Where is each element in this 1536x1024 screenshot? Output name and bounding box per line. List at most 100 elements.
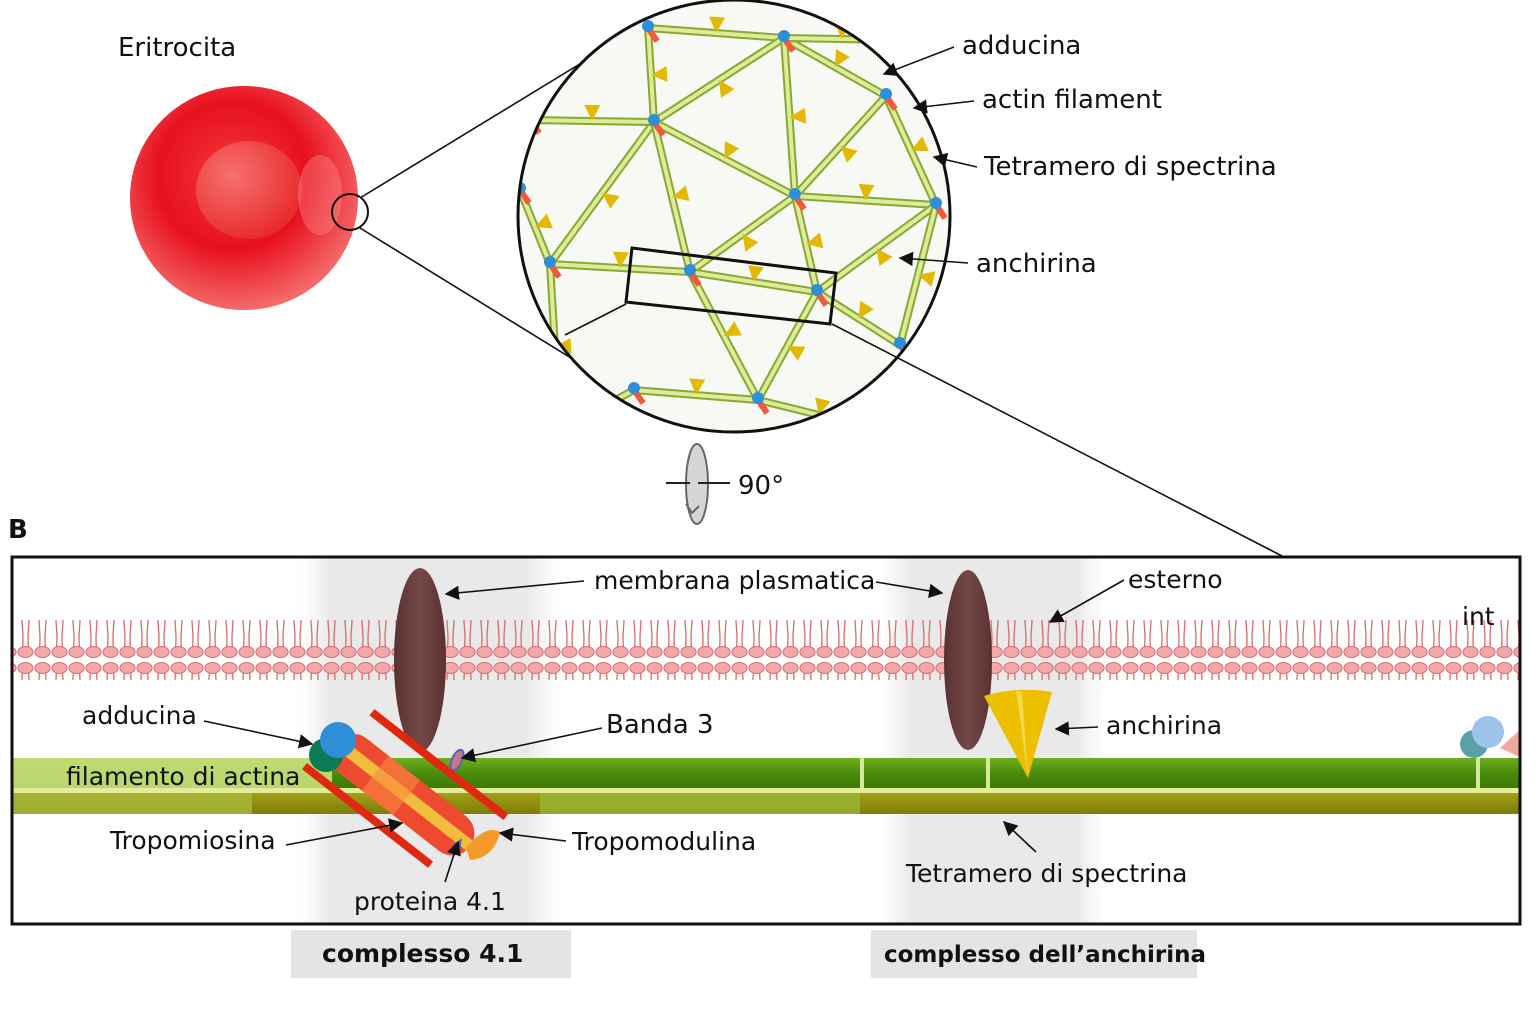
spectrin-strand bbox=[556, 386, 638, 432]
spectrin-strand bbox=[813, 288, 904, 349]
spectrin-strand bbox=[791, 92, 890, 200]
callout-spectrin-tetramer: Tetramero di spectrina bbox=[932, 152, 1277, 182]
adducin-node bbox=[894, 337, 906, 349]
spectrin-strand bbox=[754, 288, 821, 404]
lipid-bilayer bbox=[12, 620, 1520, 680]
callout-protein41: proteina 4.1 bbox=[354, 840, 506, 916]
spectrin-strand bbox=[686, 264, 821, 296]
adducin-node bbox=[642, 20, 654, 32]
adducin-node bbox=[752, 392, 764, 404]
svg-text:adducina: adducina bbox=[82, 701, 197, 730]
rect-projection-left bbox=[564, 303, 627, 336]
spectrin-strand bbox=[780, 34, 890, 100]
projection-line-top bbox=[359, 47, 607, 199]
ankyrin-cone bbox=[787, 346, 806, 361]
ankyrin-cone bbox=[584, 104, 601, 121]
adducin-node bbox=[880, 88, 892, 100]
spectrin-strand bbox=[791, 192, 824, 296]
svg-text:membrana plasmatica: membrana plasmatica bbox=[594, 566, 875, 595]
adducin-node bbox=[684, 264, 696, 276]
callout-spectrin-tetramer-b: Tetramero di spectrina bbox=[905, 821, 1187, 888]
ankyrin-cone bbox=[724, 141, 740, 159]
ankyrin-cone bbox=[858, 300, 874, 319]
adducin-node bbox=[628, 382, 640, 394]
adducin-node bbox=[811, 284, 823, 296]
callout-plasma-membrane: membrana plasmatica bbox=[444, 566, 944, 600]
tropomodulin-shape bbox=[466, 830, 500, 860]
spectrin-strand bbox=[644, 16, 788, 42]
magnify-region-circle bbox=[331, 193, 369, 231]
svg-text:adducina: adducina bbox=[962, 31, 1081, 61]
svg-text:Tetramero di spectrina: Tetramero di spectrina bbox=[983, 152, 1277, 182]
spectrin-network-zoom bbox=[516, 0, 952, 434]
svg-text:proteina 4.1: proteina 4.1 bbox=[354, 887, 506, 916]
panel-b-letter: B bbox=[8, 515, 28, 545]
spectrin-strand bbox=[650, 118, 799, 200]
selection-rectangle bbox=[624, 246, 838, 326]
ankyrin-cone bbox=[672, 185, 690, 202]
callout-adducin-b: adducina bbox=[82, 701, 314, 749]
ankyrin-cone bbox=[748, 264, 764, 282]
adducin-node bbox=[544, 256, 556, 268]
ankyrin-complex-label-box bbox=[871, 930, 1197, 978]
ankyrin-cone bbox=[597, 410, 612, 428]
adducin-node bbox=[930, 197, 942, 209]
protein41-complex bbox=[301, 709, 509, 868]
svg-text:actin filament: actin filament bbox=[982, 85, 1162, 115]
callout-ankyrin: anchirina bbox=[898, 249, 1097, 279]
callout-actin-filament: actin filament bbox=[912, 85, 1162, 115]
adducin-node bbox=[648, 114, 660, 126]
spectrin-strand bbox=[630, 378, 762, 404]
erythrocyte bbox=[130, 86, 358, 310]
adducin-node bbox=[894, 32, 906, 44]
adducin-blue bbox=[320, 722, 356, 758]
callout-outside: esterno bbox=[1048, 565, 1223, 623]
svg-text:Tropomodulina: Tropomodulina bbox=[571, 827, 756, 856]
spectrin-strand bbox=[526, 104, 658, 126]
ankyrin-cone bbox=[602, 193, 620, 209]
ankyrin-cone bbox=[651, 65, 668, 82]
rotation-icon bbox=[666, 443, 730, 525]
svg-text:anchirina: anchirina bbox=[1106, 711, 1222, 740]
ankyrin-cone bbox=[840, 146, 858, 163]
callout-tropomodulin: Tropomodulina bbox=[498, 827, 756, 856]
spectrin-strand bbox=[791, 184, 940, 209]
ankyrin-cone bbox=[835, 49, 850, 67]
spectrin-strand bbox=[896, 201, 940, 349]
spectrin-strand bbox=[686, 192, 799, 276]
ankyrin-cone bbox=[789, 107, 807, 124]
spectrin-strand bbox=[882, 92, 940, 209]
adducin-node bbox=[554, 422, 566, 432]
callout-adducina: adducina bbox=[882, 31, 1081, 77]
ankyrin-cone bbox=[876, 248, 893, 267]
callout-tropomyosin: Tropomiosina bbox=[109, 818, 404, 855]
cell-label: Eritrocita bbox=[118, 33, 236, 63]
ankyrin-cone bbox=[612, 251, 629, 268]
ankyrin-cone bbox=[535, 213, 553, 229]
svg-text:Tetramero di spectrina: Tetramero di spectrina bbox=[905, 859, 1187, 888]
spectrin-strand bbox=[546, 251, 694, 276]
panel-b-scene bbox=[12, 557, 1520, 924]
complex41-label-box bbox=[291, 930, 571, 978]
adducin-node bbox=[778, 30, 790, 42]
svg-text:Tropomiosina: Tropomiosina bbox=[109, 826, 276, 855]
ankyrin-cone bbox=[858, 184, 875, 201]
svg-text:anchirina: anchirina bbox=[976, 249, 1097, 279]
ankyrin-cone bbox=[724, 321, 742, 336]
band3-protein-left bbox=[394, 568, 446, 752]
callout-ankyrin-b: anchirina bbox=[1054, 711, 1222, 740]
actin-filament-label: filamento di actina bbox=[66, 762, 300, 791]
actin-short-filament bbox=[555, 425, 572, 432]
svg-text:esterno: esterno bbox=[1128, 565, 1223, 594]
ankyrin-complex-label: complesso dell’anchirina bbox=[884, 942, 1206, 968]
adducin-node bbox=[594, 20, 606, 32]
band3-protein-right bbox=[944, 570, 992, 750]
callout-band3: Banda 3 bbox=[460, 710, 714, 763]
ankyrin-cone bbox=[689, 378, 706, 395]
spectrin-strand bbox=[780, 34, 807, 200]
ankyrin-protein bbox=[984, 689, 1052, 778]
rect-projection-right bbox=[831, 323, 1283, 557]
adducin-node bbox=[524, 112, 536, 124]
spectrin-strand bbox=[650, 34, 788, 126]
